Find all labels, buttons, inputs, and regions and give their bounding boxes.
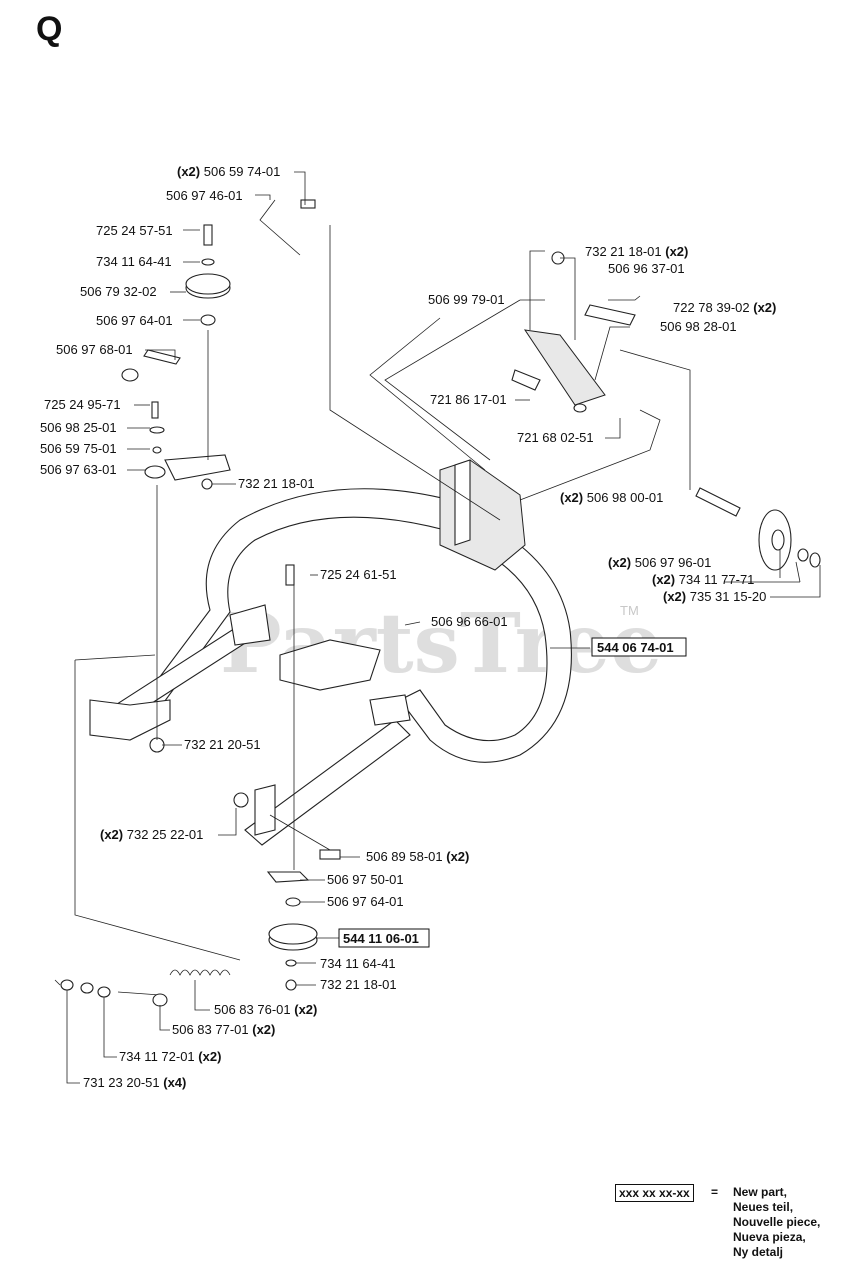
- part-label: 506 89 58-01 (x2): [366, 849, 469, 864]
- legend-meaning: Ny detalj: [733, 1245, 784, 1259]
- part-label: 506 79 32-02: [80, 284, 157, 299]
- part-label: 506 97 68-01: [56, 342, 133, 357]
- part-label: 734 11 72-01 (x2): [119, 1049, 221, 1064]
- part-label: (x2) 506 97 96-01: [608, 555, 711, 570]
- legend-meaning: Nouvelle piece,: [733, 1215, 821, 1229]
- part-label: 506 83 76-01 (x2): [214, 1002, 317, 1017]
- rear-wheel: [695, 487, 821, 571]
- legend-meaning: Nueva pieza,: [733, 1230, 806, 1244]
- legend: xxx xx xx-xx = New part, Neues teil, Nou…: [615, 1184, 855, 1264]
- legend-meaning: New part,: [733, 1185, 788, 1199]
- part-label: 506 97 64-01: [327, 894, 404, 909]
- legend-code: xxx xx xx-xx: [615, 1184, 694, 1202]
- part-label: 506 97 64-01: [96, 313, 173, 328]
- frame-tube: [89, 488, 572, 846]
- part-label: (x2) 735 31 15-20: [663, 589, 766, 604]
- part-label: 721 68 02-51: [517, 430, 594, 445]
- part-label: 725 24 61-51: [320, 567, 397, 582]
- part-label: 506 97 50-01: [327, 872, 404, 887]
- part-label: 721 86 17-01: [430, 392, 507, 407]
- part-label: (x2) 506 98 00-01: [560, 490, 663, 505]
- part-label: 506 98 28-01: [660, 319, 737, 334]
- part-label: 506 97 46-01: [166, 188, 243, 203]
- part-label: 506 83 77-01 (x2): [172, 1022, 275, 1037]
- part-label: 506 98 25-01: [40, 420, 117, 435]
- bottom-pulley-stack: [233, 564, 341, 991]
- part-label: 734 11 64-41: [320, 956, 396, 971]
- part-label: 734 11 64-41: [96, 254, 172, 269]
- part-label: (x2) 734 11 77-71: [652, 572, 754, 587]
- spring-assembly: [60, 969, 231, 1007]
- part-label: 732 21 18-01: [320, 977, 397, 992]
- part-label: 725 24 95-71: [44, 397, 121, 412]
- caster-bracket: [439, 459, 526, 571]
- part-label: 732 21 18-01: [238, 476, 315, 491]
- part-label: 732 21 20-51: [184, 737, 261, 752]
- caster-plate: [511, 251, 636, 413]
- part-label: 506 97 63-01: [40, 462, 117, 477]
- new-part-label: 544 11 06-01: [343, 931, 419, 946]
- leader-lines: [54, 171, 821, 1084]
- new-part-label: 544 06 74-01: [597, 640, 674, 655]
- part-label: 506 96 66-01: [431, 614, 508, 629]
- legend-meanings: New part, Neues teil, Nouvelle piece, Nu…: [733, 1185, 820, 1260]
- part-label: 725 24 57-51: [96, 223, 173, 238]
- part-label: 722 78 39-02 (x2): [673, 300, 776, 315]
- section-letter: Q: [36, 10, 63, 48]
- left-pulley-stack: [121, 224, 231, 753]
- part-label: 506 99 79-01: [428, 292, 505, 307]
- part-label: 506 96 37-01: [608, 261, 685, 276]
- watermark-tm: TM: [620, 603, 639, 618]
- legend-equals: =: [711, 1185, 719, 1199]
- part-label: (x2) 732 25 22-01: [100, 827, 203, 842]
- part-label: 506 59 75-01: [40, 441, 117, 456]
- legend-meaning: Neues teil,: [733, 1200, 794, 1214]
- handle-rod: [259, 199, 316, 256]
- part-label: 732 21 18-01 (x2): [585, 244, 688, 259]
- part-label: 731 23 20-51 (x4): [83, 1075, 186, 1090]
- part-labels: (x2) 506 59 74-01 506 97 46-01 725 24 57…: [40, 164, 776, 1090]
- part-label: (x2) 506 59 74-01: [177, 164, 280, 179]
